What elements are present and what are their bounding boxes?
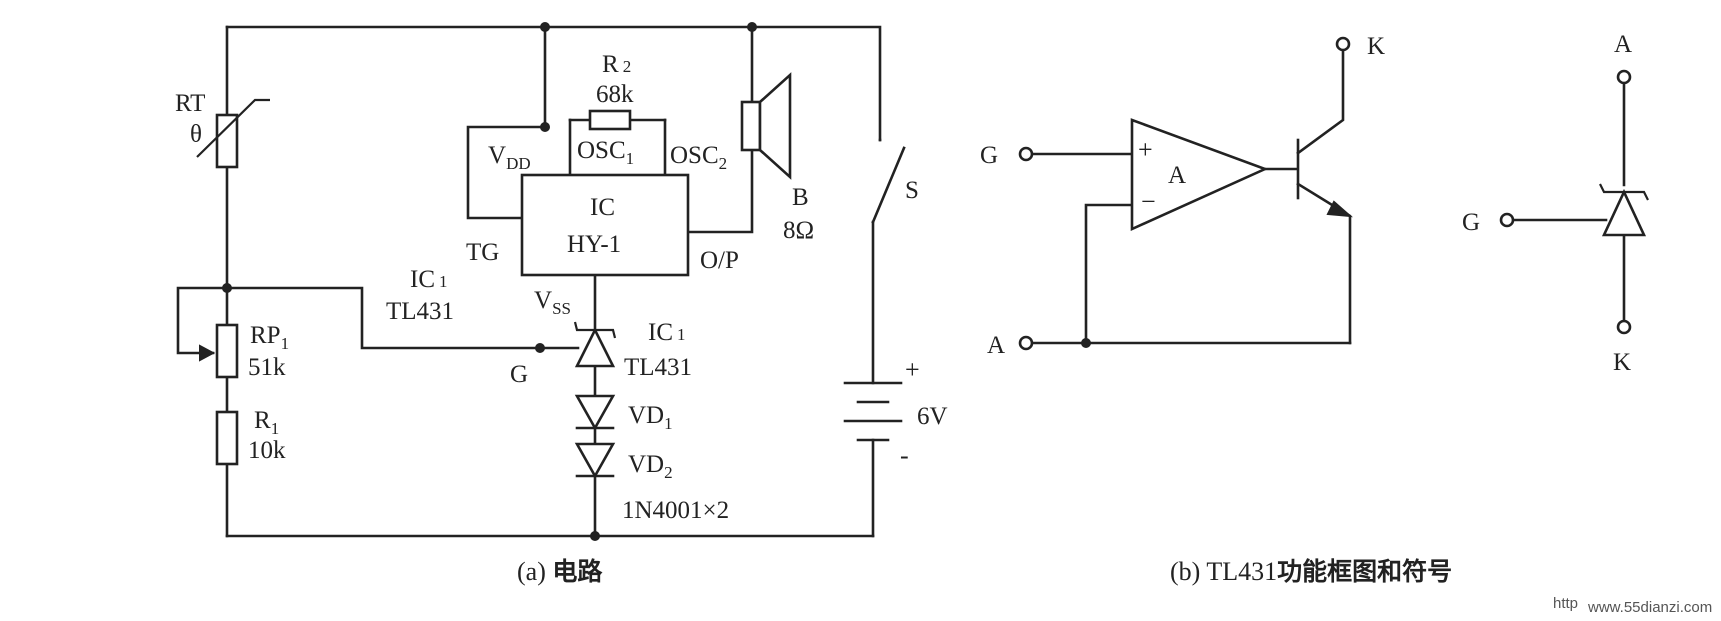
- ic1-left-part: TL431: [386, 298, 454, 325]
- symbol-g-label: G: [1462, 209, 1480, 236]
- circuit-wires: [176, 25, 882, 538]
- vdd-pin-label: VDD: [488, 142, 531, 173]
- resistor-r2: [588, 109, 632, 131]
- op-pin-label: O/P: [700, 247, 739, 274]
- speaker-icon: [740, 72, 792, 180]
- resistor-r1: [215, 410, 239, 466]
- diode-part-label: 1N4001×2: [622, 497, 729, 524]
- switch-s: [871, 138, 906, 224]
- vss-pin-label: VSS: [534, 287, 571, 318]
- speaker-value-label: 8Ω: [783, 217, 814, 244]
- r2-value: 68k: [596, 81, 634, 108]
- watermark-http: http: [1553, 595, 1578, 612]
- r1-value: 10k: [248, 437, 286, 464]
- battery-minus-label: -: [900, 441, 909, 470]
- block-a-label: A: [987, 332, 1005, 359]
- symbol-a-label: A: [1614, 31, 1632, 58]
- battery-icon: [843, 381, 903, 442]
- caption-a: (a) 电路: [517, 557, 603, 586]
- vd2-label: VD2: [628, 451, 673, 482]
- gate-label: G: [510, 361, 528, 388]
- rt-label: RT: [175, 90, 205, 117]
- block-amp-label: A: [1168, 162, 1186, 189]
- ic-name-label: IC: [590, 194, 615, 221]
- ic-hy1-block: [520, 173, 690, 277]
- diode-vd2: [574, 442, 616, 479]
- potentiometer-rp1: [199, 323, 239, 379]
- rp1-name: RP1: [250, 322, 289, 353]
- tg-pin-label: TG: [466, 239, 499, 266]
- block-g-label: G: [980, 142, 998, 169]
- vd1-label: VD1: [628, 402, 673, 433]
- switch-label: S: [905, 177, 919, 204]
- tl431-symbol-circuit: [573, 321, 617, 368]
- rp1-value: 51k: [248, 354, 286, 381]
- thermistor-rt: [196, 98, 270, 169]
- ic1-right-part: TL431: [624, 354, 692, 381]
- junction-dots: [222, 22, 757, 541]
- block-minus-label: −: [1141, 187, 1156, 216]
- r1-name: R1: [254, 407, 279, 438]
- battery-value-label: 6V: [917, 403, 948, 430]
- caption-b: (b) TL431功能框图和符号: [1170, 557, 1452, 586]
- diode-vd1: [574, 394, 616, 431]
- block-plus-label: +: [1138, 135, 1153, 164]
- battery-plus-label: +: [905, 355, 920, 384]
- watermark-site: www.55dianzi.com: [1587, 599, 1712, 616]
- tl431-block-diagram: [1018, 36, 1353, 351]
- rt-theta-label: θ: [190, 121, 202, 148]
- tl431-symbol: [1499, 69, 1649, 335]
- osc2-pin-label: OSC2: [670, 142, 727, 173]
- osc1-pin-label: OSC1: [577, 137, 634, 168]
- block-k-label: K: [1367, 33, 1385, 60]
- symbol-k-label: K: [1613, 349, 1631, 376]
- speaker-name-label: B: [792, 184, 809, 211]
- ic-part-label: HY-1: [567, 231, 621, 258]
